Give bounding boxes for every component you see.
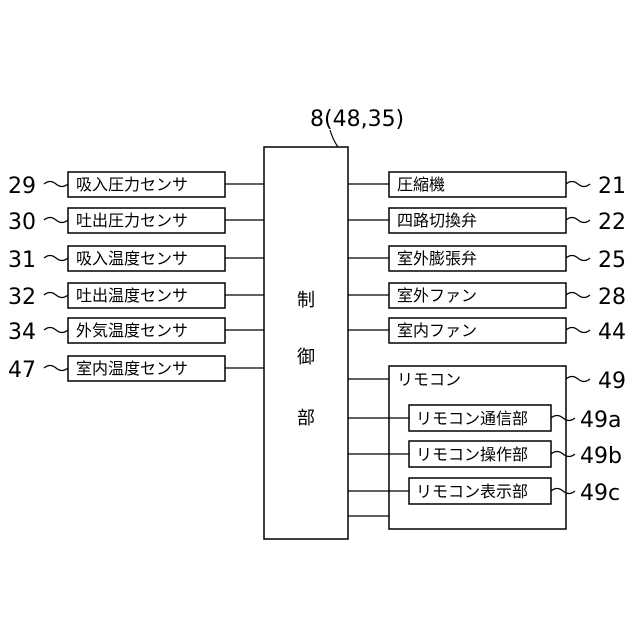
- device-row-22: 四路切換弁 22: [348, 208, 626, 235]
- sensor-row-31: 31 吸入温度センサ: [8, 246, 264, 273]
- device-ref: 25: [598, 248, 626, 273]
- device-ref-leader: [566, 256, 590, 261]
- device-label: 室外ファン: [397, 286, 477, 305]
- controller-label-char-1: 制: [297, 290, 315, 311]
- sensor-row-29: 29 吸入圧力センサ: [8, 172, 264, 199]
- device-ref-leader: [566, 182, 590, 187]
- sensor-ref-leader: [44, 256, 68, 261]
- sensor-ref: 31: [8, 248, 36, 273]
- remote-part-label: リモコン操作部: [416, 445, 528, 464]
- sensor-row-30: 30 吐出圧力センサ: [8, 208, 264, 235]
- device-row-44: 室内ファン 44: [348, 318, 626, 345]
- controller-label-char-3: 部: [297, 408, 315, 429]
- remote-part-ref: 49a: [580, 408, 621, 433]
- remote-label: リモコン: [397, 370, 461, 389]
- remote-part-49a: リモコン通信部 49a: [409, 405, 621, 433]
- sensor-ref: 32: [8, 285, 36, 310]
- device-row-21: 圧縮機 21: [348, 172, 626, 199]
- device-ref: 44: [598, 320, 626, 345]
- remote-part-ref: 49c: [580, 481, 620, 506]
- remote-part-49b: リモコン操作部 49b: [409, 441, 622, 469]
- sensor-label: 室内温度センサ: [76, 359, 188, 378]
- sensor-ref: 29: [8, 174, 36, 199]
- device-ref-leader: [566, 218, 590, 223]
- sensor-label: 外気温度センサ: [76, 321, 188, 340]
- remote-part-ref: 49b: [580, 444, 622, 469]
- remote-group: リモコン 49 リモコン通信部 49a リモコン操作部 49b リモコン表示部 …: [348, 366, 626, 529]
- sensor-ref-leader: [44, 293, 68, 298]
- remote-ref-leader: [566, 377, 590, 382]
- sensor-ref: 34: [8, 320, 36, 345]
- controller-box: [264, 147, 348, 539]
- sensor-ref: 47: [8, 358, 36, 383]
- controller-block: 8(48,35) 制 御 部: [264, 107, 404, 539]
- sensor-label: 吸入圧力センサ: [76, 175, 188, 194]
- device-ref-leader: [566, 293, 590, 298]
- device-ref: 21: [598, 174, 626, 199]
- device-label: 室内ファン: [397, 321, 477, 340]
- device-ref-leader: [566, 328, 590, 333]
- sensor-ref-leader: [44, 182, 68, 187]
- sensor-row-32: 32 吐出温度センサ: [8, 283, 264, 310]
- device-label: 四路切換弁: [397, 211, 477, 230]
- sensor-ref-leader: [44, 328, 68, 333]
- device-row-25: 室外膨張弁 25: [348, 246, 626, 273]
- sensor-label: 吐出圧力センサ: [76, 211, 188, 230]
- device-label: 室外膨張弁: [397, 249, 477, 268]
- controller-ref-leader: [330, 130, 338, 147]
- controller-ref: 8(48,35): [310, 107, 404, 132]
- sensor-row-34: 34 外気温度センサ: [8, 318, 264, 345]
- device-label: 圧縮機: [397, 175, 445, 194]
- device-ref: 22: [598, 210, 626, 235]
- sensor-ref-leader: [44, 366, 68, 371]
- sensor-ref: 30: [8, 210, 36, 235]
- remote-part-label: リモコン表示部: [416, 482, 528, 501]
- sensor-label: 吸入温度センサ: [76, 249, 188, 268]
- sensor-row-47: 47 室内温度センサ: [8, 356, 264, 383]
- sensor-label: 吐出温度センサ: [76, 286, 188, 305]
- remote-part-label: リモコン通信部: [416, 409, 528, 428]
- controller-label-char-2: 御: [297, 347, 315, 368]
- device-ref: 28: [598, 285, 626, 310]
- sensor-ref-leader: [44, 218, 68, 223]
- remote-part-49c: リモコン表示部 49c: [409, 478, 620, 506]
- remote-ref: 49: [598, 369, 626, 394]
- device-row-28: 室外ファン 28: [348, 283, 626, 310]
